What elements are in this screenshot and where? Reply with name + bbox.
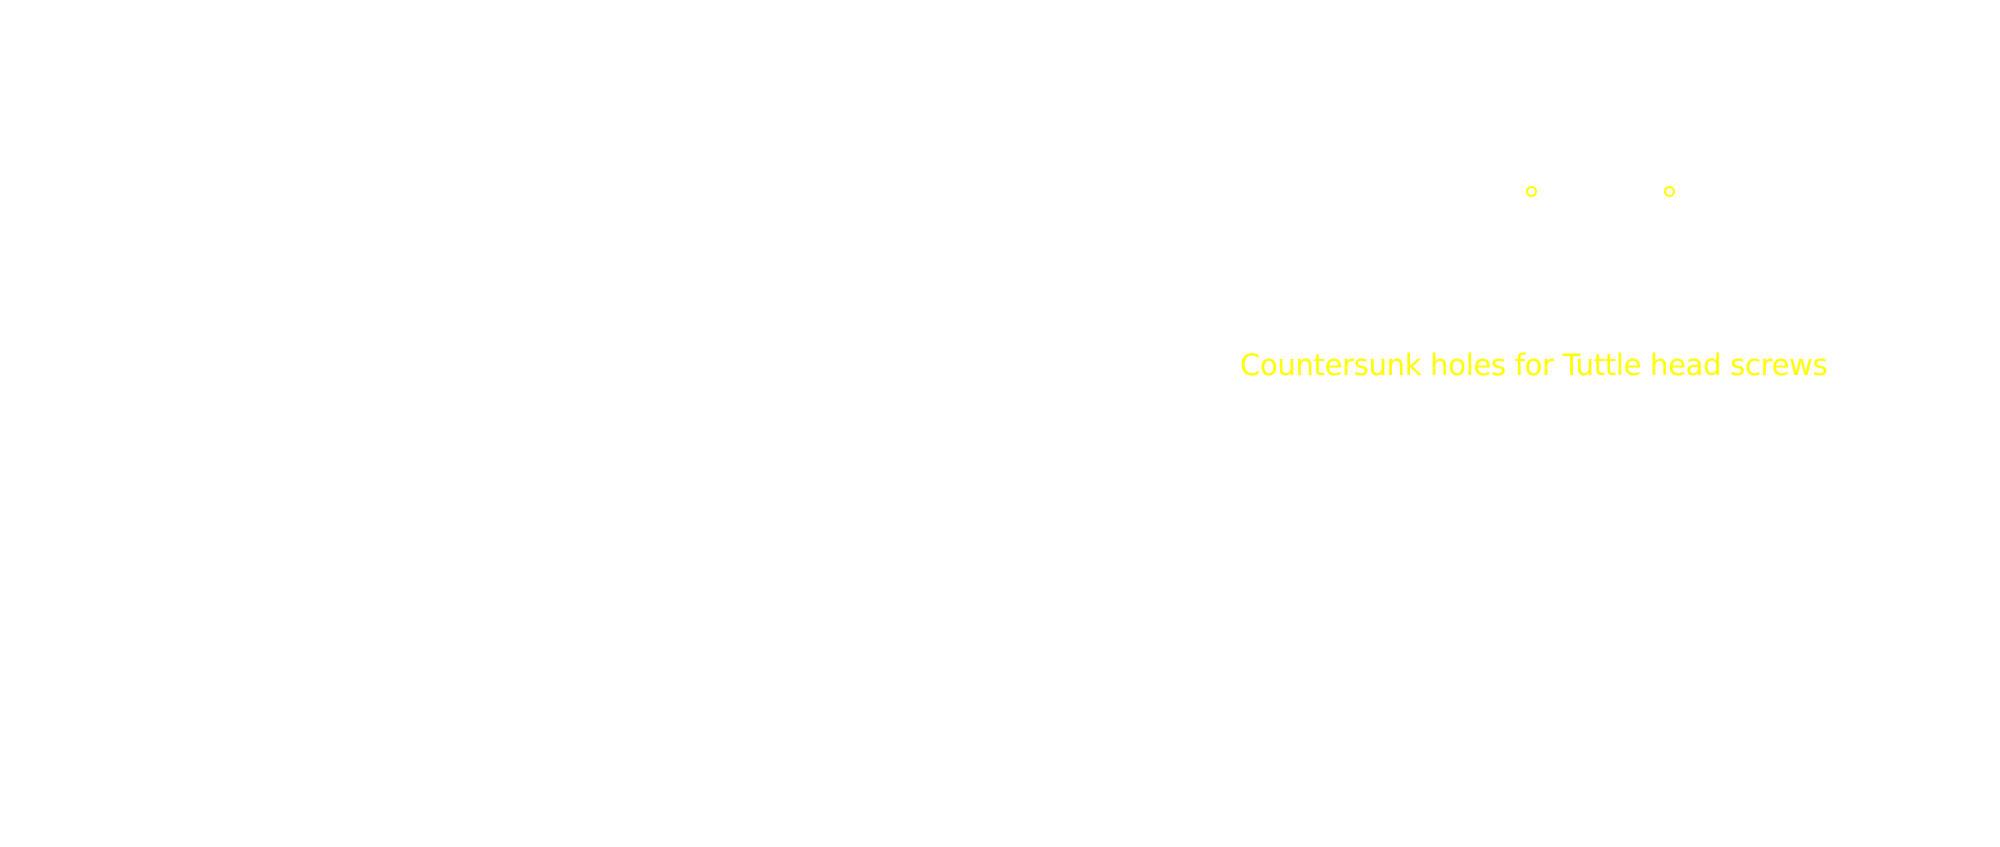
countersunk-hole-marker bbox=[1526, 186, 1537, 197]
annotation-label: Countersunk holes for Tuttle head screws bbox=[1240, 348, 1828, 382]
countersunk-hole-marker bbox=[1664, 186, 1675, 197]
